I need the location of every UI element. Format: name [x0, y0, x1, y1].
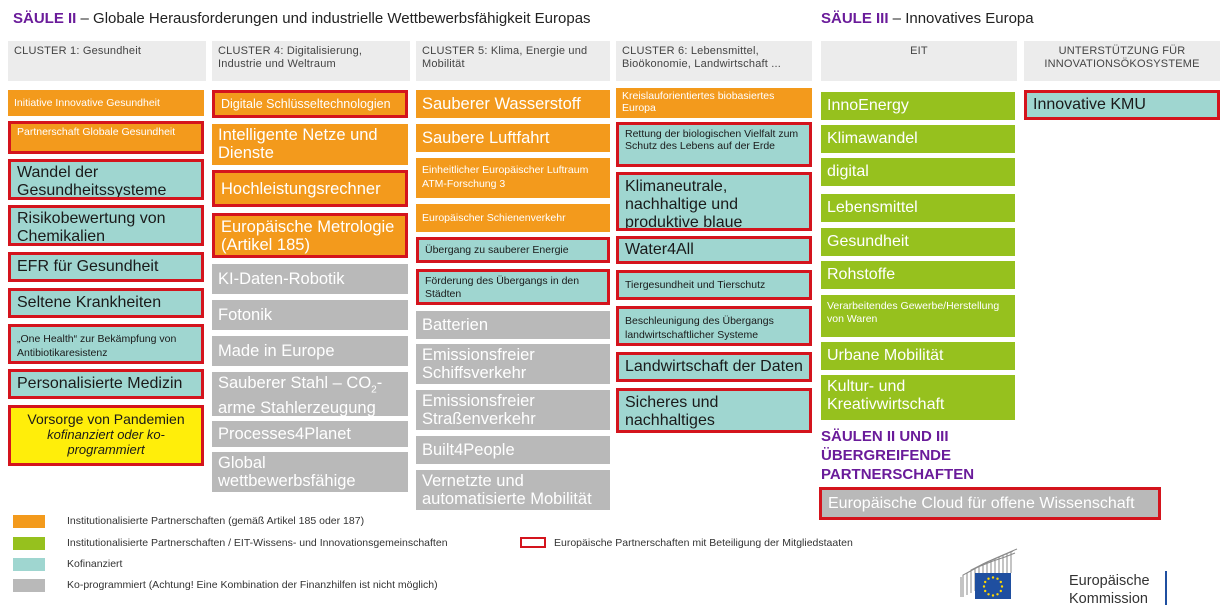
cluster-1-header: CLUSTER 1: Gesundheit	[8, 41, 206, 81]
legend-teal: Kofinanziert	[13, 557, 122, 571]
partnership-smart-networks: Intelligente Netze und Dienste	[212, 124, 408, 165]
pillar-3-title: SÄULE III – Innovatives Europa	[821, 10, 1034, 27]
partnership-metrology: Europäische Metrologie (Artikel 185)	[212, 213, 408, 258]
partnership-clean-energy-transition: Übergang zu sauberer Energie	[416, 237, 610, 263]
cross-pillar-title: SÄULEN II UND III ÜBERGREIFENDE PARTNERS…	[821, 427, 974, 484]
partnership-space-systems: Global wettbewerbsfähige Raumfahrtsystem…	[212, 452, 408, 492]
eit-food: Lebensmittel	[821, 194, 1015, 222]
partnership-one-health: „One Health“ zur Bekämpfung von Antibiot…	[8, 324, 204, 364]
eit-urban-mobility: Urbane Mobilität	[821, 342, 1015, 370]
partnership-rare-diseases: Seltene Krankheiten	[8, 288, 204, 318]
clean-steel-line2: -arme Stahlerzeugung	[218, 374, 383, 416]
eit-digital: digital	[821, 158, 1015, 186]
eit-climate: Klimawandel	[821, 125, 1015, 153]
partnership-water4all: Water4All	[616, 236, 812, 264]
legend-red-label: Europäische Partnerschaften mit Beteilig…	[554, 537, 853, 549]
partnership-clean-hydrogen: Sauberer Wasserstoff	[416, 90, 610, 118]
partnership-open-science-cloud: Europäische Cloud für offene Wissenschaf…	[819, 487, 1161, 520]
partnership-era-health: EFR für Gesundheit	[8, 252, 204, 282]
partnership-clean-aviation: Saubere Luftfahrt	[416, 124, 610, 152]
pandemic-note: kofinanziert oder ko-programmiert	[47, 427, 165, 457]
pillar-2-subtitle: – Globale Herausforderungen und industri…	[76, 10, 591, 27]
legend-grey-label: Ko-programmiert (Achtung! Eine Kombinati…	[67, 579, 438, 591]
partnership-built4people: Built4People	[416, 436, 610, 464]
ec-logo-bar	[1165, 571, 1167, 605]
partnership-biodiversity: Rettung der biologischen Vielfalt zum Sc…	[616, 122, 812, 167]
eit-innoenergy: InnoEnergy	[821, 92, 1015, 120]
legend-green-label: Institutionalisierte Partnerschaften / E…	[67, 537, 448, 549]
partnership-key-digital-tech: Digitale Schlüsseltechnologien	[212, 90, 408, 118]
partnership-processes4planet: Processes4Planet	[212, 421, 408, 447]
partnership-photonics: Fotonik	[212, 300, 408, 330]
partnership-personalised-medicine: Personalisierte Medizin	[8, 369, 204, 399]
clean-steel-subscript: 2	[371, 384, 377, 396]
partnership-urban-transition: Förderung des Übergangs in den Städten	[416, 269, 610, 305]
partnership-blue-economy: Klimaneutrale, nachhaltige und produktiv…	[616, 172, 812, 231]
european-commission-logo: Europäische Kommission	[960, 548, 1167, 605]
eit-culture-creativity: Kultur- und Kreativwirtschaft	[821, 375, 1015, 420]
eit-health: Gesundheit	[821, 228, 1015, 256]
support-header: UNTERSTÜTZUNG FÜR INNOVATIONSÖKOSYSTEME	[1024, 41, 1220, 81]
pillar-2-title: SÄULE II – Globale Herausforderungen und…	[13, 10, 591, 27]
eit-raw-materials: Rohstoffe	[821, 261, 1015, 289]
legend-grey: Ko-programmiert (Achtung! Eine Kombinati…	[13, 578, 438, 592]
legend-green: Institutionalisierte Partnerschaften / E…	[13, 536, 448, 550]
partnership-zero-emission-waterborne: Emissionsfreier Schiffsverkehr	[416, 344, 610, 384]
legend-green-swatch	[13, 536, 45, 550]
partnership-innovative-health: Initiative Innovative Gesundheit	[8, 90, 204, 116]
partnership-made-in-europe: Made in Europe	[212, 336, 408, 366]
pandemic-title: Vorsorge von Pandemien	[27, 411, 185, 427]
cross-pillar-line2: ÜBERGREIFENDE	[821, 447, 952, 464]
partnership-hpc: Hochleistungsrechner	[212, 170, 408, 207]
cluster-5-header: CLUSTER 5: Klima, Energie und Mobilität	[416, 41, 610, 81]
partnership-circular-bio-europe: Kreislauforientiertes biobasiertes Europ…	[616, 88, 812, 118]
partnership-clean-steel: Sauberer Stahl – CO2-arme Stahlerzeugung	[212, 372, 408, 416]
legend-orange: Institutionalisierte Partnerschaften (ge…	[13, 514, 364, 528]
partnership-connected-mobility: Vernetzte und automatisierte Mobilität	[416, 470, 610, 510]
partnership-rail: Europäischer Schienenverkehr	[416, 204, 610, 232]
legend-teal-swatch	[13, 557, 45, 571]
legend-red-swatch	[520, 537, 546, 548]
partnership-animal-health: Tiergesundheit und Tierschutz	[616, 270, 812, 300]
partnership-zero-emission-road: Emissionsfreier Straßenverkehr	[416, 390, 610, 430]
ec-logo-line2: Kommission	[1069, 591, 1148, 605]
partnership-innovative-smes: Innovative KMU	[1024, 90, 1220, 120]
legend-orange-label: Institutionalisierte Partnerschaften (ge…	[67, 515, 365, 527]
partnership-batteries: Batterien	[416, 311, 610, 339]
cross-pillar-line1: SÄULEN II UND III	[821, 428, 949, 445]
eit-header: EIT	[821, 41, 1017, 81]
ec-logo-line1: Europäische	[1069, 573, 1150, 589]
legend-teal-label: Kofinanziert	[67, 558, 123, 570]
partnership-food-systems: Sicheres und nachhaltiges Lebensmittelsy…	[616, 388, 812, 433]
partnership-global-health: Partnerschaft Globale Gesundheit	[8, 121, 204, 154]
cluster-4-header: CLUSTER 4: Digitalisierung, Industrie un…	[212, 41, 410, 81]
cross-pillar-line3: PARTNERSCHAFTEN	[821, 466, 975, 483]
partnership-single-sky: Einheitlicher Europäischer Luftraum ATM-…	[416, 158, 610, 198]
partnership-ai-data-robotics: KI-Daten-Robotik	[212, 264, 408, 294]
partnership-health-systems: Wandel der Gesundheitssysteme	[8, 159, 204, 200]
pillar-3-subtitle: – Innovatives Europa	[888, 10, 1034, 27]
legend-grey-swatch	[13, 578, 45, 592]
pillar-2-prefix: SÄULE II	[13, 10, 77, 27]
cluster-6-header: CLUSTER 6: Lebensmittel, Bioökonomie, La…	[616, 41, 812, 81]
eu-stars	[982, 576, 1004, 597]
partnership-agri-transition: Beschleunigung des Übergangs landwirtsch…	[616, 306, 812, 346]
pillar-3-prefix: SÄULE III	[821, 10, 889, 27]
eit-manufacturing: Verarbeitendes Gewerbe/Herstellung von W…	[821, 295, 1015, 337]
partnership-agriculture-of-data: Landwirtschaft der Daten	[616, 352, 812, 382]
clean-steel-line1: Sauberer Stahl – CO	[218, 374, 372, 392]
legend-red: Europäische Partnerschaften mit Beteilig…	[520, 536, 854, 550]
legend-orange-swatch	[13, 514, 45, 528]
partnership-chemical-risk: Risikobewertung von Chemikalien	[8, 205, 204, 246]
